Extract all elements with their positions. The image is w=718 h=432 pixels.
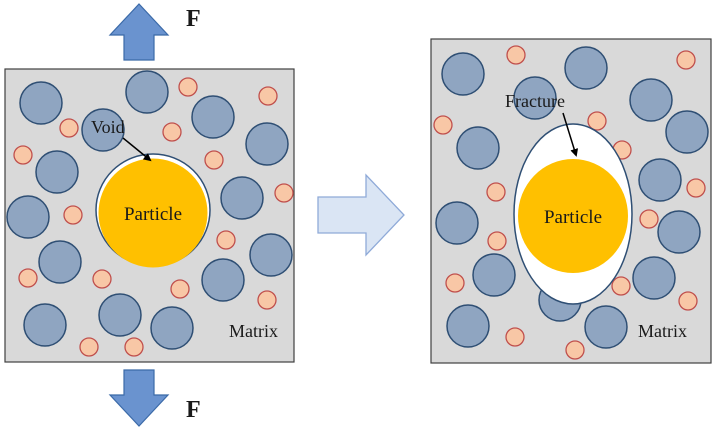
small-particle <box>257 290 277 310</box>
force-label-bottom: F <box>186 397 201 423</box>
force-arrow-top-icon <box>108 3 170 61</box>
small-particle <box>92 269 112 289</box>
small-particle <box>170 279 190 299</box>
small-particle <box>63 205 83 225</box>
large-particle <box>249 233 293 277</box>
small-particle <box>178 77 198 97</box>
small-particle <box>487 231 507 251</box>
small-particles-right <box>433 45 706 360</box>
large-particle <box>6 195 50 239</box>
large-particle <box>446 304 490 348</box>
large-particle <box>19 81 63 125</box>
large-particle <box>35 150 79 194</box>
large-particle <box>472 253 516 297</box>
small-particle <box>587 111 607 131</box>
large-particle <box>632 256 676 300</box>
small-particles-left <box>13 77 294 357</box>
large-particle <box>150 306 194 350</box>
small-particle <box>486 182 506 202</box>
left-panel: Particle Void Matrix <box>4 68 295 363</box>
large-particle <box>191 95 235 139</box>
large-particle <box>435 201 479 245</box>
matrix-label-left: Matrix <box>229 321 278 341</box>
large-particle <box>629 78 673 122</box>
small-particle <box>445 273 465 293</box>
central-particle-left <box>98 158 208 268</box>
void-pointer-arrow <box>122 137 152 162</box>
small-particle <box>686 178 706 198</box>
large-particle <box>201 258 245 302</box>
central-particle-right <box>518 159 628 273</box>
large-particle <box>245 122 289 166</box>
large-particle <box>513 76 557 120</box>
large-particle <box>23 303 67 347</box>
large-particle <box>564 46 608 90</box>
small-particle <box>611 276 631 296</box>
process-arrow-icon <box>317 173 405 257</box>
void-label: Void <box>91 117 125 137</box>
right-panel: Particle Fracture Matrix <box>430 38 712 364</box>
small-particle <box>13 145 33 165</box>
large-particle <box>81 108 125 152</box>
small-particle <box>59 118 79 138</box>
large-particle <box>38 240 82 284</box>
small-particle <box>676 50 696 70</box>
small-particle <box>216 230 236 250</box>
large-particle <box>456 126 500 170</box>
small-particle <box>639 209 659 229</box>
large-particle <box>638 158 682 202</box>
small-particle <box>162 122 182 142</box>
large-particles-left <box>6 70 293 350</box>
force-label-top: F <box>186 6 201 32</box>
large-particle <box>220 176 264 220</box>
small-particle <box>505 327 525 347</box>
small-particle <box>433 115 453 135</box>
large-particle <box>665 110 709 154</box>
small-particle <box>204 150 224 170</box>
small-particle <box>678 291 698 311</box>
small-particle <box>79 337 99 357</box>
particle-label-right: Particle <box>544 207 602 228</box>
large-particle <box>441 52 485 96</box>
large-particle <box>657 210 701 254</box>
force-arrow-bottom-icon <box>108 369 170 427</box>
fracture-pointer-arrow <box>562 112 579 157</box>
small-particle <box>506 45 526 65</box>
small-particle <box>274 183 294 203</box>
large-particle <box>98 293 142 337</box>
small-particle <box>18 268 38 288</box>
fracture-label: Fracture <box>505 91 565 111</box>
small-particle <box>565 340 585 360</box>
small-particle <box>258 86 278 106</box>
large-particle <box>584 305 628 349</box>
particle-label-left: Particle <box>124 204 182 225</box>
small-particle <box>124 337 144 357</box>
matrix-label-right: Matrix <box>638 321 687 341</box>
large-particle <box>125 70 169 114</box>
